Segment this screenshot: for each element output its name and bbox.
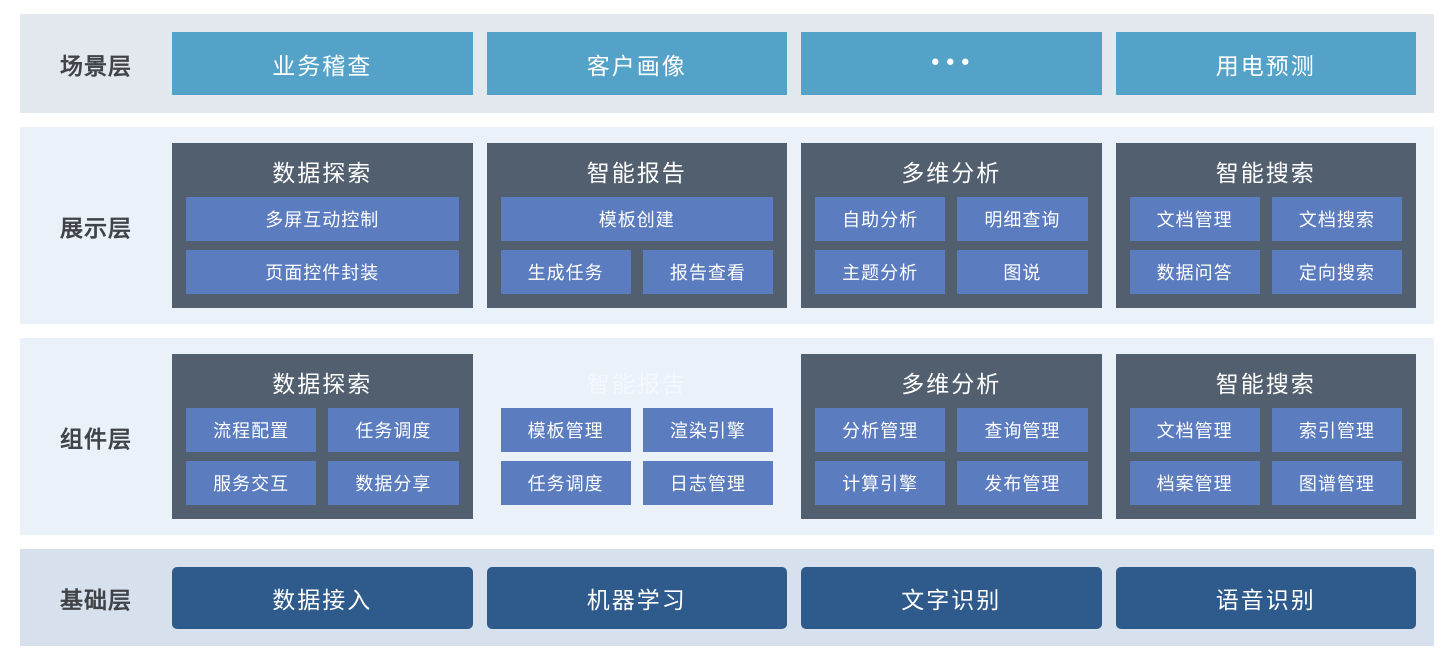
chip-service-interaction[interactable]: 服务交互 bbox=[186, 461, 317, 505]
presentation-card-data-exploration[interactable]: 数据探索 多屏互动控制 页面控件封装 bbox=[172, 143, 473, 308]
chip-row: 主题分析 图说 bbox=[815, 250, 1088, 294]
chip-grid: 文档管理 索引管理 档案管理 图谱管理 bbox=[1129, 408, 1402, 505]
chip-report-view[interactable]: 报告查看 bbox=[642, 250, 773, 294]
chip-row: 计算引擎 发布管理 bbox=[815, 461, 1088, 505]
chip-row: 档案管理 图谱管理 bbox=[1129, 461, 1402, 505]
chip-targeted-search[interactable]: 定向搜索 bbox=[1271, 250, 1402, 294]
chip-index-management[interactable]: 索引管理 bbox=[1271, 408, 1402, 452]
chip-process-configuration[interactable]: 流程配置 bbox=[186, 408, 317, 452]
scene-box-power-forecast[interactable]: 用电预测 bbox=[1115, 32, 1416, 95]
card-title: 智能搜索 bbox=[1215, 372, 1316, 398]
chip-topic-analysis[interactable]: 主题分析 bbox=[815, 250, 946, 294]
card-title: 智能报告 bbox=[586, 161, 687, 187]
chip-row: 数据问答 定向搜索 bbox=[1129, 250, 1402, 294]
layer-band-component: 组件层 数据探索 流程配置 任务调度 服务交互 数据分享 智能报告 bbox=[20, 338, 1434, 535]
chip-task-scheduling[interactable]: 任务调度 bbox=[500, 461, 631, 505]
chip-grid: 分析管理 查询管理 计算引擎 发布管理 bbox=[815, 408, 1088, 505]
chip-detail-query[interactable]: 明细查询 bbox=[957, 197, 1088, 241]
card-title: 多维分析 bbox=[901, 372, 1002, 398]
card-title: 数据探索 bbox=[272, 161, 373, 187]
chip-grid: 流程配置 任务调度 服务交互 数据分享 bbox=[186, 408, 459, 505]
chip-compute-engine[interactable]: 计算引擎 bbox=[815, 461, 946, 505]
chip-row: 文档管理 文档搜索 bbox=[1129, 197, 1402, 241]
chip-row: 分析管理 查询管理 bbox=[815, 408, 1088, 452]
layer-band-base: 基础层 数据接入 机器学习 文字识别 语音识别 bbox=[20, 549, 1434, 646]
chip-query-management[interactable]: 查询管理 bbox=[957, 408, 1088, 452]
chip-row: 生成任务 报告查看 bbox=[500, 250, 773, 294]
chip-generate-task[interactable]: 生成任务 bbox=[500, 250, 631, 294]
chip-row: 模板管理 渲染引擎 bbox=[500, 408, 773, 452]
chip-row: 多屏互动控制 bbox=[186, 197, 459, 241]
component-card-data-exploration[interactable]: 数据探索 流程配置 任务调度 服务交互 数据分享 bbox=[172, 354, 473, 519]
chip-data-qa[interactable]: 数据问答 bbox=[1129, 250, 1260, 294]
chip-row: 模板创建 bbox=[500, 197, 773, 241]
scene-box-customer-profile[interactable]: 客户画像 bbox=[486, 32, 787, 95]
scene-box-business-audit[interactable]: 业务稽查 bbox=[172, 32, 473, 95]
chip-publish-management[interactable]: 发布管理 bbox=[957, 461, 1088, 505]
chip-grid: 文档管理 文档搜索 数据问答 定向搜索 bbox=[1129, 197, 1402, 294]
presentation-card-row: 数据探索 多屏互动控制 页面控件封装 智能报告 模板创建 bbox=[172, 143, 1416, 308]
chip-grid: 模板管理 渲染引擎 任务调度 日志管理 bbox=[500, 408, 773, 505]
base-box-data-ingestion[interactable]: 数据接入 bbox=[172, 566, 473, 629]
presentation-card-multidimensional-analysis[interactable]: 多维分析 自助分析 明细查询 主题分析 图说 bbox=[801, 143, 1102, 308]
chip-row: 自助分析 明细查询 bbox=[815, 197, 1088, 241]
chip-row: 任务调度 日志管理 bbox=[500, 461, 773, 505]
chip-self-service-analysis[interactable]: 自助分析 bbox=[815, 197, 946, 241]
chip-row: 页面控件封装 bbox=[186, 250, 459, 294]
layer-band-scene: 场景层 业务稽查 客户画像 ••• 用电预测 bbox=[20, 14, 1434, 113]
layer-label-component: 组件层 bbox=[60, 425, 132, 452]
base-box-row: 数据接入 机器学习 文字识别 语音识别 bbox=[172, 566, 1416, 629]
base-box-speech-recognition[interactable]: 语音识别 bbox=[1115, 566, 1416, 629]
chip-template-management[interactable]: 模板管理 bbox=[500, 408, 631, 452]
chip-multiscreen-interaction-control[interactable]: 多屏互动控制 bbox=[186, 197, 459, 241]
scene-box-row: 业务稽查 客户画像 ••• 用电预测 bbox=[172, 32, 1416, 95]
card-title: 智能报告 bbox=[586, 372, 687, 398]
chip-grid: 自助分析 明细查询 主题分析 图说 bbox=[815, 197, 1088, 294]
chip-knowledge-graph-management[interactable]: 图谱管理 bbox=[1271, 461, 1402, 505]
chip-archive-management[interactable]: 档案管理 bbox=[1129, 461, 1260, 505]
chip-row: 流程配置 任务调度 bbox=[186, 408, 459, 452]
component-card-intelligent-report[interactable]: 智能报告 模板管理 渲染引擎 任务调度 日志管理 bbox=[487, 354, 788, 519]
chip-grid: 多屏互动控制 页面控件封装 bbox=[186, 197, 459, 294]
card-title: 多维分析 bbox=[901, 161, 1002, 187]
card-title: 智能搜索 bbox=[1215, 161, 1316, 187]
scene-box-more-ellipsis[interactable]: ••• bbox=[801, 32, 1102, 95]
presentation-card-intelligent-search[interactable]: 智能搜索 文档管理 文档搜索 数据问答 定向搜索 bbox=[1115, 143, 1416, 308]
chip-row: 文档管理 索引管理 bbox=[1129, 408, 1402, 452]
chip-chart-narrative[interactable]: 图说 bbox=[957, 250, 1088, 294]
chip-document-search[interactable]: 文档搜索 bbox=[1271, 197, 1402, 241]
chip-render-engine[interactable]: 渲染引擎 bbox=[642, 408, 773, 452]
base-box-machine-learning[interactable]: 机器学习 bbox=[486, 566, 787, 629]
chip-data-sharing[interactable]: 数据分享 bbox=[328, 461, 459, 505]
chip-template-creation[interactable]: 模板创建 bbox=[500, 197, 773, 241]
chip-document-management[interactable]: 文档管理 bbox=[1129, 408, 1260, 452]
presentation-card-intelligent-report[interactable]: 智能报告 模板创建 生成任务 报告查看 bbox=[486, 143, 787, 308]
card-title: 数据探索 bbox=[272, 372, 373, 398]
chip-log-management[interactable]: 日志管理 bbox=[642, 461, 773, 505]
layer-label-presentation: 展示层 bbox=[60, 214, 132, 241]
base-box-ocr[interactable]: 文字识别 bbox=[801, 566, 1102, 629]
component-card-intelligent-search[interactable]: 智能搜索 文档管理 索引管理 档案管理 图谱管理 bbox=[1115, 354, 1416, 519]
chip-row: 服务交互 数据分享 bbox=[186, 461, 459, 505]
chip-document-management[interactable]: 文档管理 bbox=[1129, 197, 1260, 241]
component-card-row: 数据探索 流程配置 任务调度 服务交互 数据分享 智能报告 模板管理 bbox=[172, 354, 1416, 519]
chip-page-widget-packaging[interactable]: 页面控件封装 bbox=[186, 250, 459, 294]
chip-grid: 模板创建 生成任务 报告查看 bbox=[500, 197, 773, 294]
component-card-multidimensional-analysis[interactable]: 多维分析 分析管理 查询管理 计算引擎 发布管理 bbox=[801, 354, 1102, 519]
chip-analysis-management[interactable]: 分析管理 bbox=[815, 408, 946, 452]
layer-label-scene: 场景层 bbox=[60, 52, 132, 79]
layer-label-base: 基础层 bbox=[60, 586, 132, 613]
chip-task-scheduling[interactable]: 任务调度 bbox=[328, 408, 459, 452]
layer-band-presentation: 展示层 数据探索 多屏互动控制 页面控件封装 智能报告 模板创建 bbox=[20, 127, 1434, 324]
